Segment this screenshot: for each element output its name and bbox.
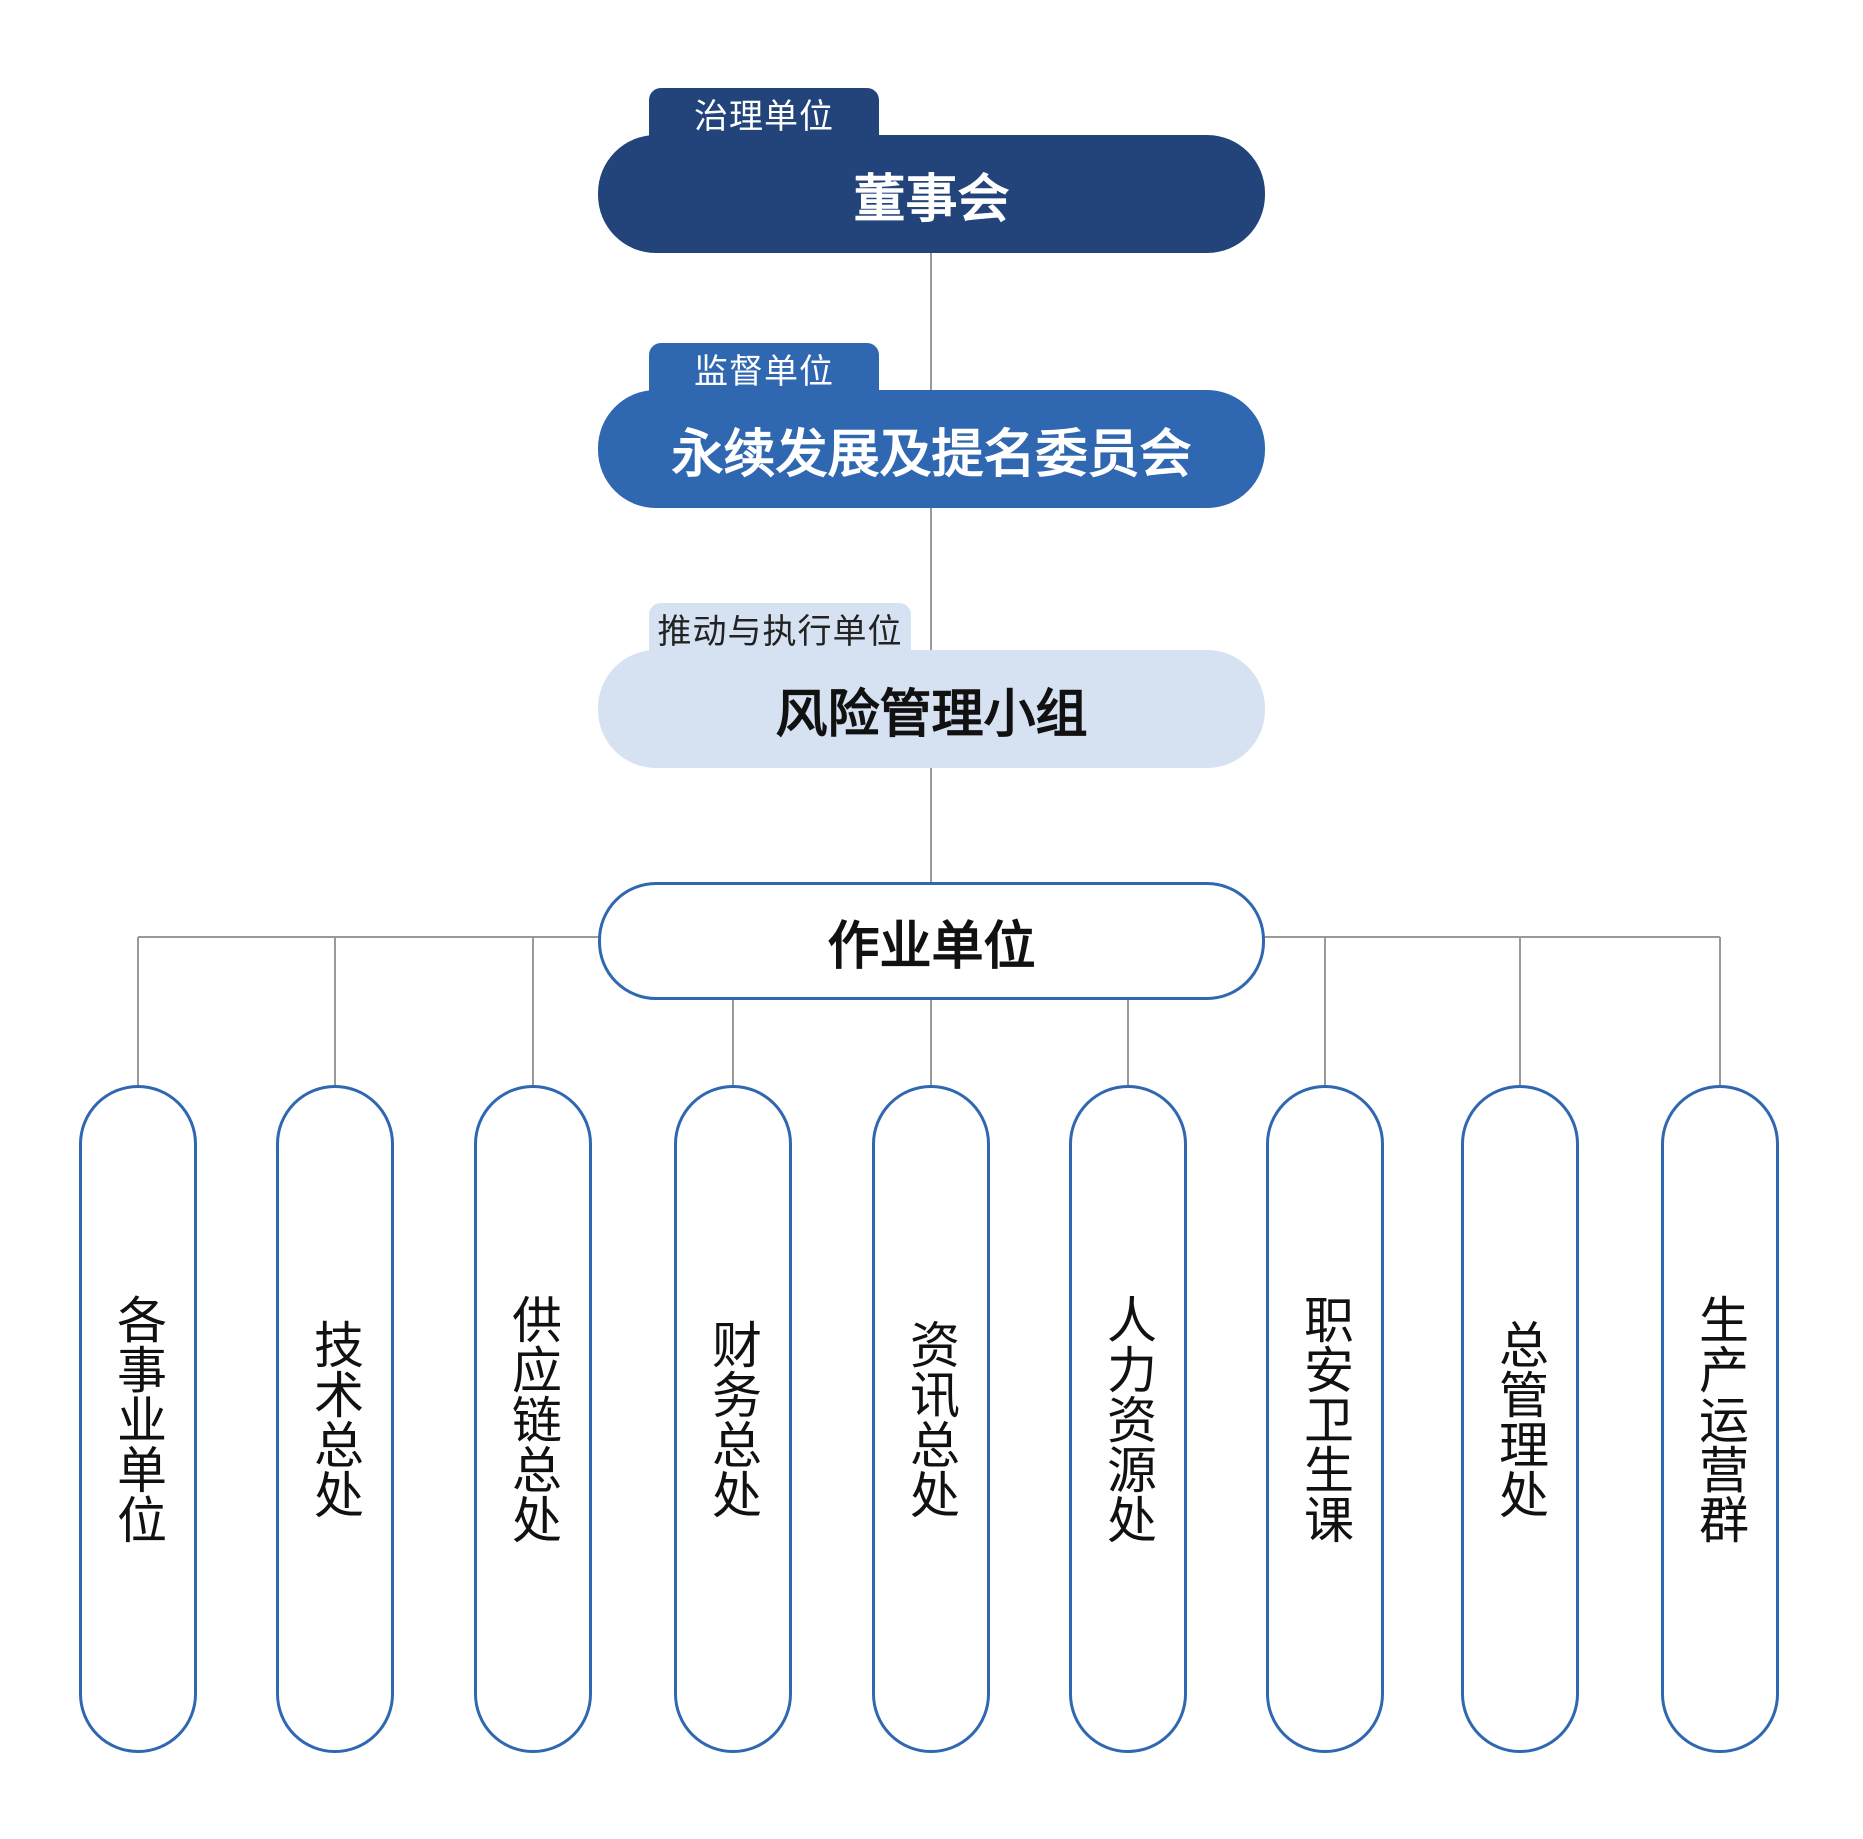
board-of-directors-node[interactable]: 董事会: [598, 135, 1265, 253]
sustainability-committee-label: 永续发展及提名委员会: [671, 424, 1192, 485]
unit-label: 技术总处: [306, 1319, 364, 1519]
unit-node[interactable]: 职安卫生课: [1266, 1085, 1384, 1753]
unit-label: 生产运营群: [1691, 1294, 1749, 1544]
governance-tag: 治理单位: [649, 88, 879, 138]
operating-units-node[interactable]: 作业单位: [598, 882, 1265, 1000]
unit-node[interactable]: 技术总处: [276, 1085, 394, 1753]
risk-management-team-label: 风险管理小组: [775, 684, 1088, 745]
unit-node[interactable]: 供应链总处: [474, 1085, 592, 1753]
unit-label: 人力资源处: [1099, 1294, 1157, 1544]
board-of-directors-label: 董事会: [853, 169, 1010, 230]
unit-label: 财务总处: [704, 1319, 762, 1519]
unit-label: 总管理处: [1491, 1319, 1549, 1519]
unit-node[interactable]: 资讯总处: [872, 1085, 990, 1753]
risk-management-team-node[interactable]: 风险管理小组: [598, 650, 1265, 768]
unit-label: 职安卫生课: [1296, 1294, 1354, 1544]
unit-node[interactable]: 人力资源处: [1069, 1085, 1187, 1753]
unit-node[interactable]: 总管理处: [1461, 1085, 1579, 1753]
unit-label: 各事业单位: [109, 1294, 167, 1544]
execution-tag: 推动与执行单位: [649, 603, 911, 653]
supervisory-tag: 监督单位: [649, 343, 879, 393]
unit-node[interactable]: 财务总处: [674, 1085, 792, 1753]
sustainability-committee-node[interactable]: 永续发展及提名委员会: [598, 390, 1265, 508]
unit-label: 供应链总处: [504, 1294, 562, 1544]
unit-label: 资讯总处: [902, 1319, 960, 1519]
unit-node[interactable]: 生产运营群: [1661, 1085, 1779, 1753]
operating-units-label: 作业单位: [827, 916, 1036, 977]
unit-node[interactable]: 各事业单位: [79, 1085, 197, 1753]
